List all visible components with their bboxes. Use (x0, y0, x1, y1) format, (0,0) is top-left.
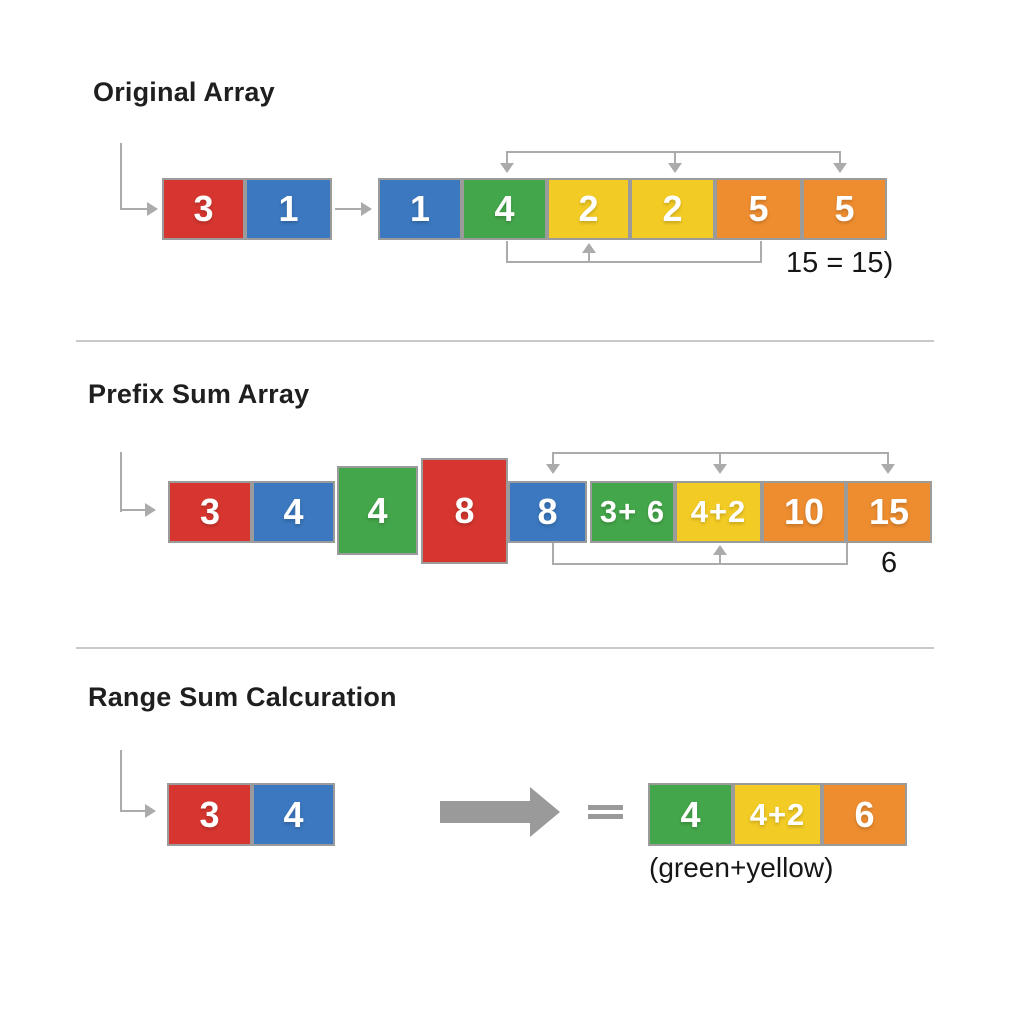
bracket-line (506, 151, 841, 153)
pointer-line (120, 208, 149, 210)
prefix-sum-array-title: Prefix Sum Array (88, 379, 310, 409)
prefix-sum-label: 6 (881, 547, 898, 579)
section-divider (76, 647, 934, 649)
range-sum-title: Range Sum Calcuration (88, 682, 397, 712)
right-arrow-icon (361, 202, 372, 216)
bracket-line (552, 563, 848, 565)
prefix-array-cell-5: 3+ 6 (590, 481, 675, 543)
big-right-arrow-icon (440, 801, 530, 823)
original-array-cell-4: 5 (715, 178, 802, 240)
range-query-cell-1: 4 (252, 783, 335, 846)
up-arrow-icon (713, 545, 727, 555)
down-arrow-icon (546, 464, 560, 474)
pointer-line (120, 143, 122, 210)
bracket-line (506, 151, 508, 164)
connector-line (335, 208, 362, 210)
bracket-line (552, 452, 554, 465)
range-result-cell-2: 6 (822, 783, 907, 846)
prefix-array-cell-2: 4 (337, 466, 418, 555)
original-sum-label: 15 = 15) (786, 247, 894, 279)
original-array-cell-2: 2 (547, 178, 630, 240)
bracket-line (674, 151, 676, 164)
range-query-cell-0: 3 (167, 783, 252, 846)
pointer-line (120, 750, 122, 812)
down-arrow-icon (833, 163, 847, 173)
original-array-title: Original Array (93, 77, 275, 107)
range-result-cell-0: 4 (648, 783, 733, 846)
prefix-array-cell-0: 3 (168, 481, 252, 543)
bracket-line (506, 241, 508, 263)
original-array-cell-5: 5 (802, 178, 887, 240)
section-divider (76, 340, 934, 342)
prefix-array-cell-1: 4 (252, 481, 335, 543)
pointer-line (120, 509, 147, 511)
up-arrow-icon (582, 243, 596, 253)
prefix-array-cell-7: 10 (762, 481, 846, 543)
down-arrow-icon (713, 464, 727, 474)
bracket-line (887, 452, 889, 465)
equals-icon (588, 814, 623, 819)
down-arrow-icon (881, 464, 895, 474)
right-arrow-icon (145, 503, 156, 517)
pointer-line (120, 810, 147, 812)
original-array-cell-3: 2 (630, 178, 715, 240)
original-input-cell-0: 3 (162, 178, 245, 240)
bracket-line (760, 241, 762, 263)
bracket-line (839, 151, 841, 164)
big-right-arrow-icon (530, 787, 560, 837)
equals-icon (588, 805, 623, 810)
prefix-array-cell-4: 8 (508, 481, 587, 543)
range-result-cell-1: 4+2 (733, 783, 822, 846)
original-array-cell-1: 4 (462, 178, 547, 240)
range-caption: (green+yellow) (649, 852, 834, 883)
bracket-line (719, 452, 721, 465)
bracket-line (846, 543, 848, 565)
right-arrow-icon (147, 202, 158, 216)
bracket-line (719, 553, 721, 565)
prefix-array-cell-8: 15 (846, 481, 932, 543)
original-input-cell-1: 1 (245, 178, 332, 240)
original-array-cell-0: 1 (378, 178, 462, 240)
pointer-line (120, 452, 122, 512)
prefix-array-cell-6: 4+2 (675, 481, 762, 543)
prefix-array-cell-3: 8 (421, 458, 508, 564)
bracket-line (588, 251, 590, 263)
bracket-line (506, 261, 762, 263)
down-arrow-icon (668, 163, 682, 173)
bracket-line (552, 543, 554, 565)
right-arrow-icon (145, 804, 156, 818)
down-arrow-icon (500, 163, 514, 173)
